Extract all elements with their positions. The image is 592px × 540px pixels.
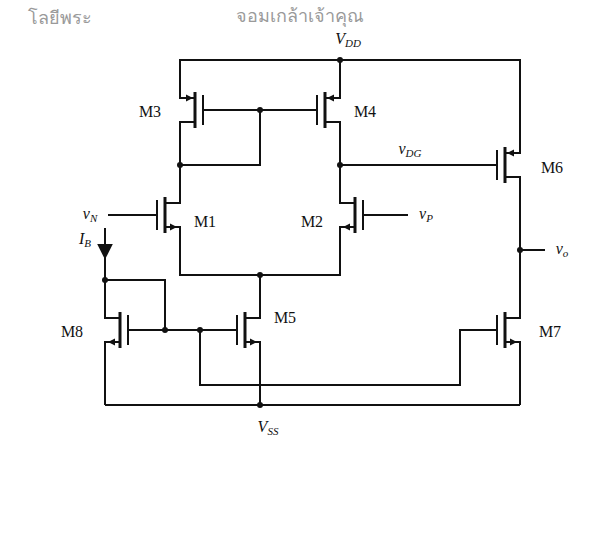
signal-name: vP (419, 206, 433, 224)
pmos-m6 (475, 135, 520, 195)
device-name: M8 (61, 324, 83, 340)
nmos-m1 (135, 185, 180, 245)
pmos-m3 (180, 80, 225, 140)
device-name: M6 (541, 160, 563, 176)
device-name: M2 (301, 214, 323, 230)
device-name: M3 (139, 104, 161, 120)
junction-dots (102, 57, 523, 408)
wires (105, 60, 545, 405)
nmos-m7 (475, 300, 520, 360)
device-name: M7 (539, 324, 561, 340)
signal-name: IB (79, 231, 91, 249)
signal-name: vN (83, 206, 97, 224)
signal-name: vo (556, 241, 569, 259)
nmos-m2 (340, 185, 385, 245)
device-name: M4 (354, 104, 376, 120)
signal-name: VDD (335, 31, 361, 49)
nmos-m8 (105, 300, 150, 360)
signal-name: vDG (399, 141, 422, 159)
signal-name: VSS (258, 419, 279, 437)
device-name: M5 (274, 310, 296, 326)
device-name: M1 (194, 214, 216, 230)
watermark: โลยีพระ (28, 9, 92, 27)
watermark: จอมเกล้าเจ้าคุณ (236, 7, 364, 25)
nmos-m5 (215, 300, 260, 360)
pmos-m4 (295, 80, 340, 140)
